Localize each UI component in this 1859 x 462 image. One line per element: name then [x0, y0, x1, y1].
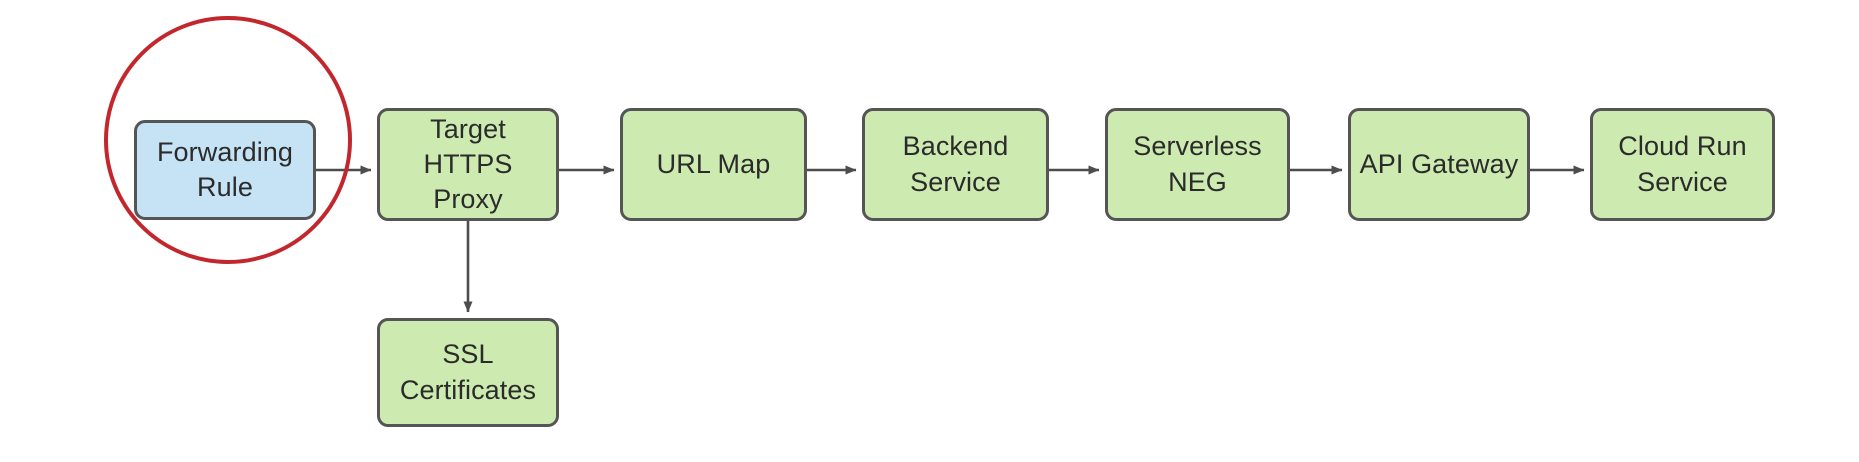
node-cloud-run-service[interactable]: Cloud Run Service — [1590, 108, 1775, 221]
node-label-backend-service: Backend Service — [902, 131, 1009, 197]
node-target-https-proxy[interactable]: Target HTTPS Proxy — [377, 108, 559, 221]
node-ssl-certificates[interactable]: SSL Certificates — [377, 318, 559, 427]
node-label-forwarding-rule: Forwarding Rule — [156, 136, 294, 202]
node-forwarding-rule[interactable]: Forwarding Rule — [134, 120, 316, 220]
node-backend-service[interactable]: Backend Service — [862, 108, 1049, 221]
node-api-gateway[interactable]: API Gateway — [1348, 108, 1530, 221]
node-label-url-map: URL Map — [656, 148, 771, 179]
node-label-target-https-proxy: Target HTTPS Proxy — [423, 113, 513, 215]
node-serverless-neg[interactable]: Serverless NEG — [1105, 108, 1290, 221]
node-label-cloud-run-service: Cloud Run Service — [1618, 131, 1747, 197]
node-label-ssl-certificates: SSL Certificates — [399, 339, 537, 405]
node-label-serverless-neg: Serverless NEG — [1133, 131, 1262, 197]
node-url-map[interactable]: URL Map — [620, 108, 807, 221]
node-label-api-gateway: API Gateway — [1359, 148, 1519, 179]
